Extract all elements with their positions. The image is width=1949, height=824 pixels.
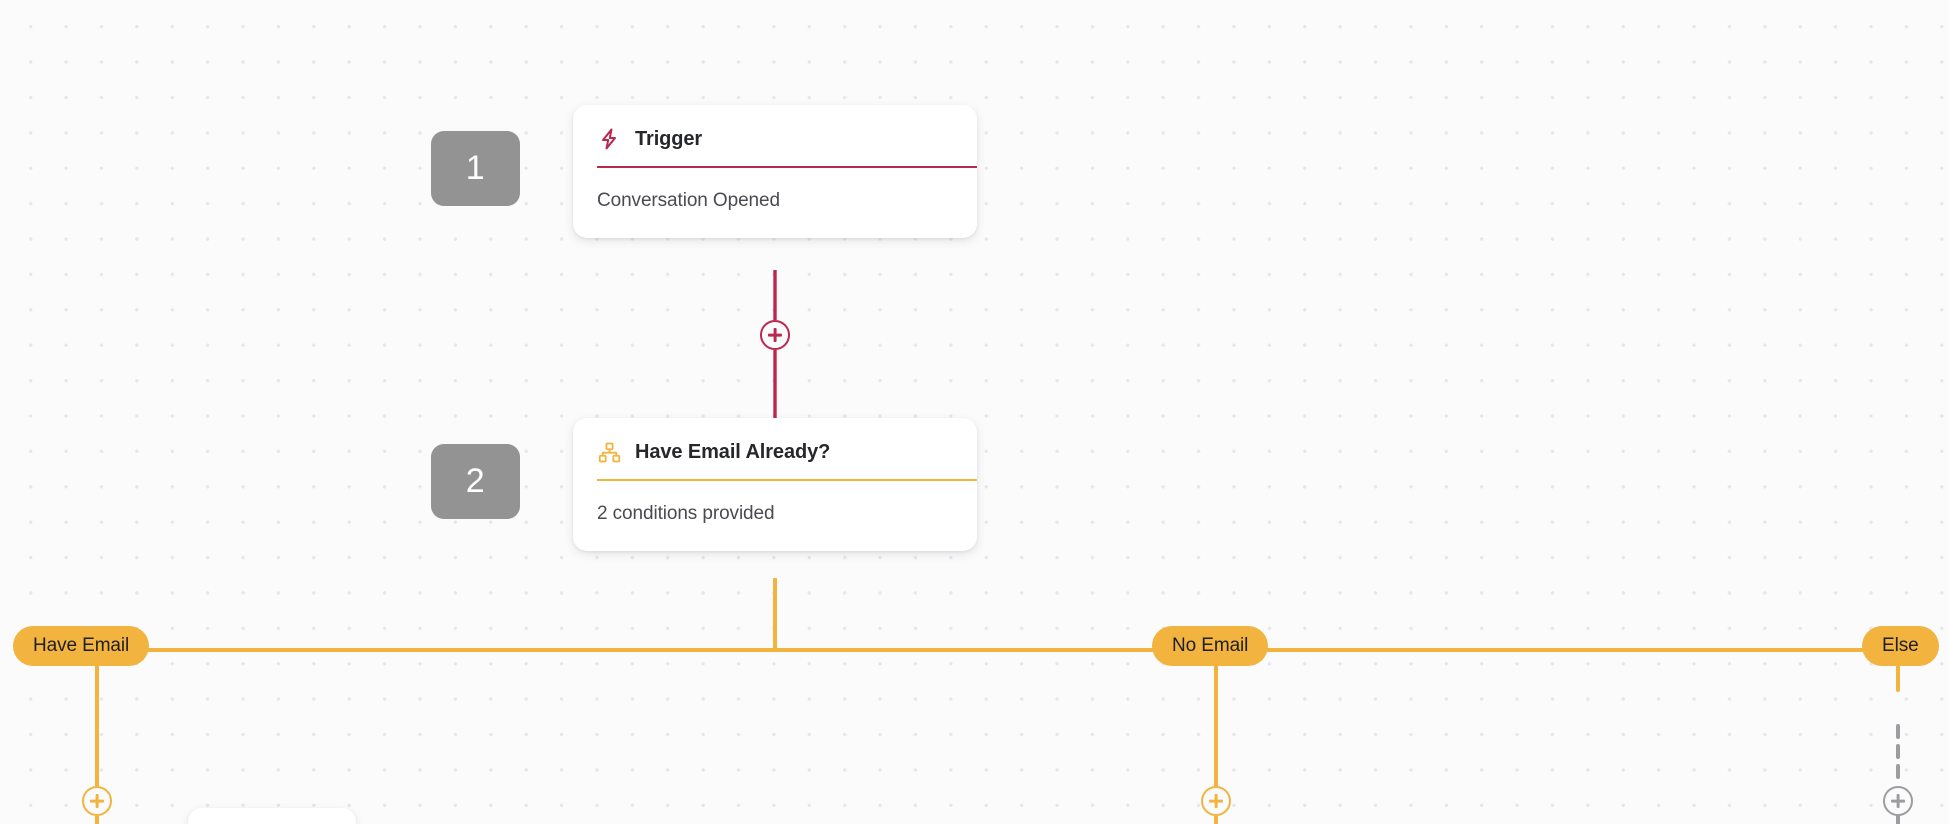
- add-step-button-no-email[interactable]: [1201, 786, 1231, 816]
- branch-pill-have-email[interactable]: Have Email: [13, 626, 150, 666]
- node-header: Have Email Already?: [573, 418, 977, 481]
- branch-label: Have Email: [33, 635, 130, 656]
- node-card-trigger[interactable]: Trigger Conversation Opened: [573, 105, 977, 238]
- add-step-button-else[interactable]: [1883, 786, 1913, 816]
- node-header: Trigger: [573, 105, 977, 168]
- node-title-trigger: Trigger: [635, 127, 703, 150]
- node-card-branch[interactable]: Have Email Already? 2 conditions provide…: [573, 418, 977, 551]
- node-subtitle-branch: 2 conditions provided: [597, 503, 775, 524]
- node-card-partial[interactable]: [188, 808, 356, 824]
- step-number-badge-1: 1: [431, 131, 520, 206]
- lightning-bolt-icon: [597, 127, 621, 151]
- add-step-button-trigger-connector[interactable]: [760, 320, 790, 350]
- add-step-button-have-email[interactable]: [82, 786, 112, 816]
- branch-label: Else: [1882, 635, 1919, 656]
- step-number-1-label: 1: [465, 149, 486, 187]
- step-number-2-label: 2: [465, 462, 486, 500]
- node-title-branch: Have Email Already?: [635, 440, 831, 463]
- node-subtitle-trigger: Conversation Opened: [597, 190, 780, 211]
- branch-pill-else[interactable]: Else: [1862, 626, 1939, 666]
- branch-label: No Email: [1172, 635, 1249, 656]
- branch-sitemap-icon: [597, 440, 621, 464]
- step-number-badge-2: 2: [431, 444, 520, 519]
- branch-pill-no-email[interactable]: No Email: [1152, 626, 1269, 666]
